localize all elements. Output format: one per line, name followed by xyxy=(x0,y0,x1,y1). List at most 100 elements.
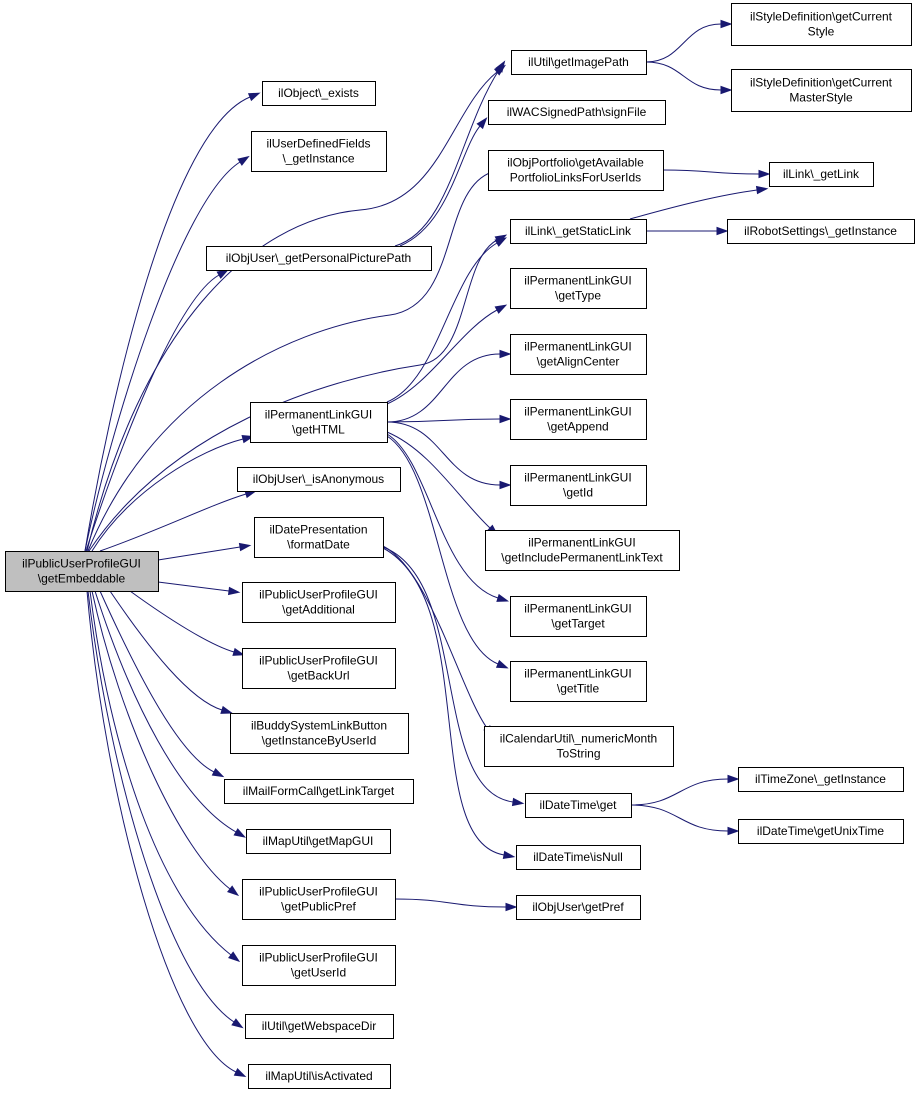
node-unix-time[interactable]: ilDateTime\getUnixTime xyxy=(738,819,904,844)
arrowhead xyxy=(495,659,509,669)
node-box xyxy=(516,845,641,870)
node-root[interactable]: ilPublicUserProfileGUI\getEmbeddable xyxy=(5,551,159,592)
node-box xyxy=(738,819,904,844)
arrowhead xyxy=(211,768,225,778)
node-pl-get-include[interactable]: ilPermanentLinkGUI\getIncludePermanentLi… xyxy=(485,530,680,571)
edge-root-to-format-date xyxy=(157,542,252,561)
node-webspace[interactable]: ilUtil\getWebspaceDir xyxy=(245,1014,394,1039)
node-format-date[interactable]: ilDatePresentation\formatDate xyxy=(254,517,384,558)
call-edges xyxy=(84,19,771,1078)
node-robot[interactable]: ilRobotSettings\_getInstance xyxy=(727,219,915,244)
edge-get-personal-picture-path-to-get-image-path xyxy=(394,60,506,247)
node-box xyxy=(245,1014,394,1039)
node-pl-get-type[interactable]: ilPermanentLinkGUI\getType xyxy=(510,268,647,309)
node-box xyxy=(242,648,396,689)
node-pl-get-html[interactable]: ilPermanentLinkGUI\getHTML xyxy=(250,402,388,443)
node-get-static-link[interactable]: ilLink\_getStaticLink xyxy=(510,219,647,244)
node-mail-form[interactable]: ilMailFormCall\getLinkTarget xyxy=(224,779,414,804)
edge-line xyxy=(394,69,500,247)
node-is-activated[interactable]: ilMapUtil\isActivated xyxy=(248,1064,391,1089)
node-get-back-url[interactable]: ilPublicUserProfileGUI\getBackUrl xyxy=(242,648,396,689)
node-udf-get-instance[interactable]: ilUserDefinedFields\_getInstance xyxy=(251,131,387,172)
edge-line xyxy=(386,353,501,423)
node-label: ilStyleDefinition\getCurrent xyxy=(750,10,893,24)
node-sign-file[interactable]: ilWACSignedPath\signFile xyxy=(488,100,666,125)
node-get-pref[interactable]: ilObjUser\getPref xyxy=(516,895,641,920)
arrowhead xyxy=(238,542,252,552)
node-pl-get-id[interactable]: ilPermanentLinkGUI\getId xyxy=(510,465,647,506)
edge-root-to-get-map-gui xyxy=(94,590,246,838)
node-label: ilObject\_exists xyxy=(278,86,359,100)
node-get-personal-picture-path[interactable]: ilObjUser\_getPersonalPicturePath xyxy=(206,246,432,271)
edge-line xyxy=(630,778,729,806)
node-pl-get-title[interactable]: ilPermanentLinkGUI\getTitle xyxy=(510,661,647,702)
node-label: ToString xyxy=(556,747,600,761)
node-buddy[interactable]: ilBuddySystemLinkButton\getInstanceByUse… xyxy=(230,713,409,754)
node-box xyxy=(510,219,647,244)
node-label: \getType xyxy=(555,289,601,303)
node-label: \getIncludePermanentLinkText xyxy=(501,551,663,565)
node-get-link[interactable]: ilLink\_getLink xyxy=(769,162,874,187)
node-pl-get-target[interactable]: ilPermanentLinkGUI\getTarget xyxy=(510,596,647,637)
edge-line xyxy=(86,71,498,552)
node-get-user-id[interactable]: ilPublicUserProfileGUI\getUserId xyxy=(242,945,396,986)
node-box xyxy=(727,219,915,244)
node-label: ilWACSignedPath\signFile xyxy=(507,105,647,119)
node-label: \getAppend xyxy=(547,420,608,434)
node-label: ilMapUtil\isActivated xyxy=(265,1069,372,1083)
arrowhead xyxy=(505,902,518,912)
node-label: ilBuddySystemLinkButton xyxy=(251,719,387,733)
arrowhead xyxy=(232,647,246,656)
node-get-public-pref[interactable]: ilPublicUserProfileGUI\getPublicPref xyxy=(242,879,396,920)
node-get-image-path[interactable]: ilUtil\getImagePath xyxy=(511,50,647,75)
node-box xyxy=(237,467,401,492)
edge-root-to-obj-exists xyxy=(84,92,261,552)
arrowhead xyxy=(502,850,516,860)
arrowhead xyxy=(228,951,241,963)
edge-line xyxy=(382,545,488,729)
node-box xyxy=(254,517,384,558)
edge-line xyxy=(157,546,241,561)
node-dt-is-null[interactable]: ilDateTime\isNull xyxy=(516,845,641,870)
edge-line xyxy=(386,418,501,423)
node-box xyxy=(224,779,414,804)
arrowhead xyxy=(247,92,261,102)
edge-root-to-get-back-url xyxy=(129,590,246,656)
edge-line xyxy=(386,421,501,486)
node-pl-get-append[interactable]: ilPermanentLinkGUI\getAppend xyxy=(510,399,647,440)
edge-pl-get-html-to-pl-get-include xyxy=(386,431,499,536)
arrowhead xyxy=(476,117,488,130)
node-get-additional[interactable]: ilPublicUserProfileGUI\getAdditional xyxy=(242,582,396,623)
node-box xyxy=(246,829,391,854)
node-is-anonymous[interactable]: ilObjUser\_isAnonymous xyxy=(237,467,401,492)
arrowhead xyxy=(494,304,508,314)
edge-line xyxy=(157,581,230,592)
node-box xyxy=(488,150,664,191)
node-box xyxy=(488,100,666,125)
arrowhead xyxy=(496,593,509,602)
node-label: \getId xyxy=(563,486,593,500)
node-label: Style xyxy=(808,25,835,39)
node-label: ilObjUser\_isAnonymous xyxy=(253,472,384,486)
edge-get-image-path-to-style-current xyxy=(645,19,733,63)
node-box xyxy=(516,895,641,920)
arrowhead xyxy=(755,185,769,195)
node-dt-get[interactable]: ilDateTime\get xyxy=(525,793,632,818)
node-portfolio[interactable]: ilObjPortfolio\getAvailablePortfolioLink… xyxy=(488,150,664,191)
node-obj-exists[interactable]: ilObject\_exists xyxy=(262,81,376,106)
edge-pl-get-html-to-pl-get-align-center xyxy=(386,349,512,423)
edge-format-date-to-dt-is-null xyxy=(382,547,516,860)
edge-root-to-get-additional xyxy=(157,581,241,596)
node-box xyxy=(262,81,376,106)
node-pl-get-align-center[interactable]: ilPermanentLinkGUI\getAlignCenter xyxy=(510,334,647,375)
node-get-map-gui[interactable]: ilMapUtil\getMapGUI xyxy=(246,829,391,854)
edge-line xyxy=(88,239,498,552)
node-box xyxy=(5,551,159,592)
edge-line xyxy=(386,431,491,529)
node-box xyxy=(510,661,647,702)
edge-line xyxy=(382,547,505,856)
node-tz[interactable]: ilTimeZone\_getInstance xyxy=(738,767,904,792)
